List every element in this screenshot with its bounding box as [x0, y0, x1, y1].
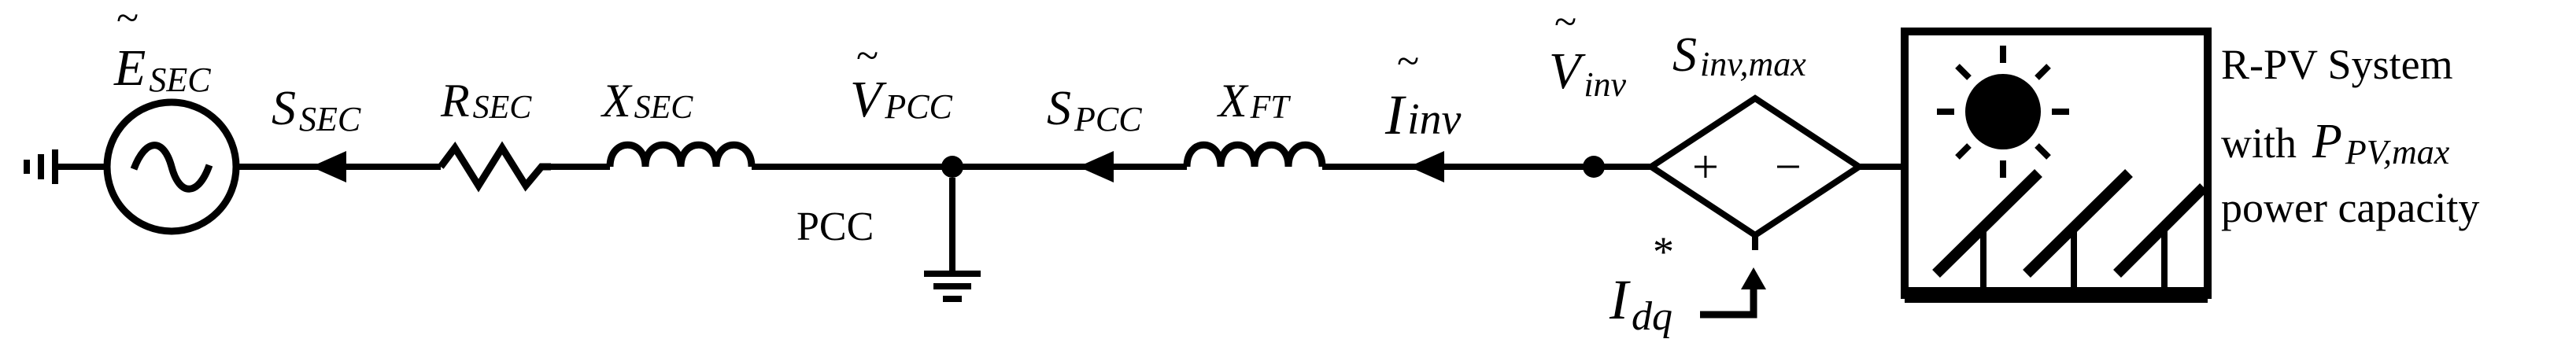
tilde-v-pcc: ~: [856, 34, 878, 79]
label-s-sec: S SEC: [272, 82, 361, 138]
label-pv-line2-prefix: with: [2221, 120, 2297, 167]
label-s-pcc-main: S: [1047, 82, 1071, 135]
label-x-ft-main: X: [1217, 75, 1249, 127]
solar-panel-icon: [1932, 169, 2208, 291]
label-idq: I dq: [1609, 268, 1672, 339]
ac-source-e-sec: [103, 98, 240, 235]
label-v-pcc-main: V: [850, 71, 887, 128]
label-e-sec: E SEC: [113, 39, 211, 99]
label-v-inv-main: V: [1549, 42, 1586, 100]
inductor-x-sec: [606, 141, 756, 168]
label-pv-line1: R-PV System: [2221, 41, 2453, 88]
label-idq-sub: dq: [1632, 294, 1672, 339]
label-pcc-node: PCC: [796, 204, 874, 249]
pcc-node: [924, 156, 981, 302]
label-source-minus: −: [1775, 141, 1802, 193]
label-idq-main: I: [1609, 268, 1631, 331]
label-s-inv-max-sub: inv,max: [1700, 45, 1806, 83]
label-i-inv: I inv: [1384, 83, 1462, 146]
v-inv-node: [1583, 156, 1605, 178]
label-s-sec-sub: SEC: [299, 100, 361, 138]
label-x-ft: X FT: [1217, 75, 1291, 127]
i-inv-arrow: [1409, 151, 1444, 182]
dependent-current-source: [1645, 94, 1865, 250]
tilde-i-inv: ~: [1397, 39, 1419, 84]
tilde-v-inv: ~: [1554, 0, 1576, 45]
label-pv-p-main: P: [2312, 115, 2342, 168]
label-r-sec-main: R: [440, 75, 470, 127]
left-ground-symbol: [24, 149, 106, 184]
sun-icon: [1937, 46, 2069, 178]
label-v-pcc-sub: PCC: [884, 87, 952, 126]
s-sec-arrow: [311, 151, 346, 182]
label-pv-line2: with P PV,max: [2221, 115, 2450, 171]
label-x-ft-sub: FT: [1250, 90, 1292, 126]
label-e-sec-main: E: [113, 39, 146, 97]
label-v-inv-sub: inv: [1584, 65, 1626, 104]
label-s-pcc-sub: PCC: [1074, 100, 1142, 138]
label-e-sec-sub: SEC: [149, 61, 211, 99]
label-v-pcc: V PCC: [850, 71, 953, 128]
label-r-sec: R SEC: [440, 75, 532, 127]
label-v-inv: V inv: [1549, 42, 1627, 104]
label-x-sec-sub: SEC: [634, 90, 694, 126]
s-pcc-arrow: [1078, 151, 1114, 182]
label-s-inv-max: S inv,max: [1672, 28, 1806, 83]
label-s-sec-main: S: [272, 82, 296, 135]
label-pv-p-sub: PV,max: [2345, 133, 2450, 171]
label-idq-sup: *: [1653, 228, 1674, 275]
label-r-sec-sub: SEC: [473, 90, 533, 126]
label-x-sec: X SEC: [601, 75, 693, 127]
inductor-x-ft: [1183, 141, 1326, 168]
label-source-plus: +: [1692, 141, 1719, 193]
label-i-inv-sub: inv: [1407, 95, 1462, 144]
idq-control-arrow: [1700, 267, 1766, 319]
label-s-pcc: S PCC: [1047, 82, 1142, 138]
label-s-inv-max-main: S: [1672, 28, 1697, 82]
tilde-e-sec: ~: [116, 0, 139, 41]
label-pv-line3: power capacity: [2221, 184, 2479, 231]
label-x-sec-main: X: [601, 75, 633, 127]
resistor-r-sec: [438, 141, 551, 193]
label-i-inv-main: I: [1384, 83, 1406, 146]
